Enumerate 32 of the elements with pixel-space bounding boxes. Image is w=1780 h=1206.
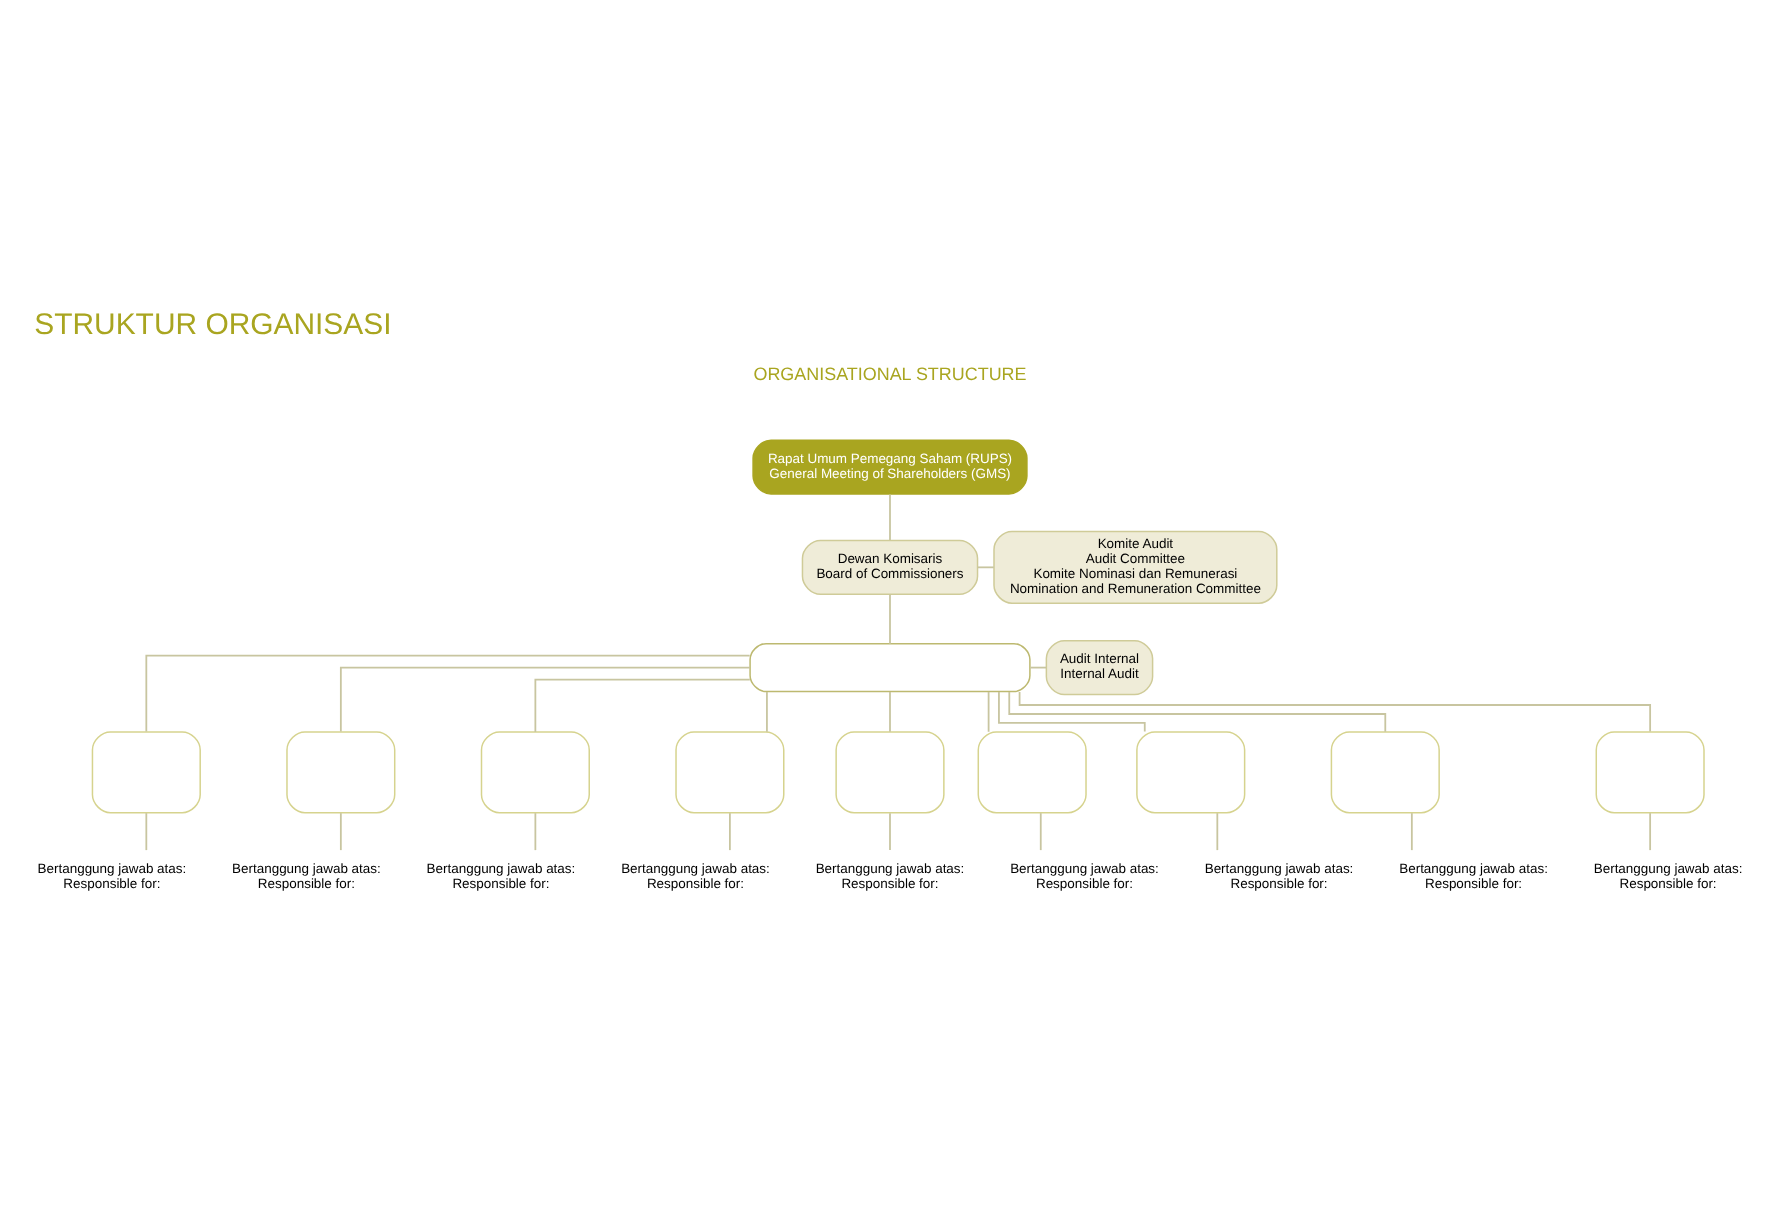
- node-box: [1595, 730, 1705, 813]
- connector: [889, 492, 891, 540]
- node-box: [749, 641, 1031, 692]
- connector: [339, 665, 751, 732]
- node-box: [286, 730, 396, 813]
- node-box: [1330, 730, 1440, 813]
- connector: [998, 690, 1146, 732]
- connector: [729, 811, 731, 850]
- connector: [1649, 811, 1652, 850]
- connector: [534, 677, 751, 732]
- label: ORGANISATIONAL STRUCTURE: [753, 363, 1027, 384]
- node-box: [835, 730, 945, 813]
- node-box: [977, 730, 1087, 813]
- connector: [145, 653, 751, 732]
- node-box: [91, 730, 201, 813]
- connector: [339, 811, 342, 850]
- connector: [145, 811, 148, 850]
- connector: [1039, 811, 1042, 850]
- node-box: [1136, 730, 1246, 813]
- connector: [889, 690, 891, 732]
- connector: [889, 811, 891, 850]
- connector: [1008, 690, 1387, 732]
- connector: [889, 592, 891, 644]
- connector: [977, 565, 995, 568]
- diagram-title: STRUKTUR ORGANISASI: [34, 306, 392, 341]
- connector: [1410, 811, 1413, 850]
- node-box: [675, 730, 785, 813]
- connector: [534, 811, 537, 850]
- node-box: [480, 730, 590, 813]
- connector: [1216, 811, 1219, 850]
- connector: [987, 690, 990, 732]
- connector: [766, 690, 768, 732]
